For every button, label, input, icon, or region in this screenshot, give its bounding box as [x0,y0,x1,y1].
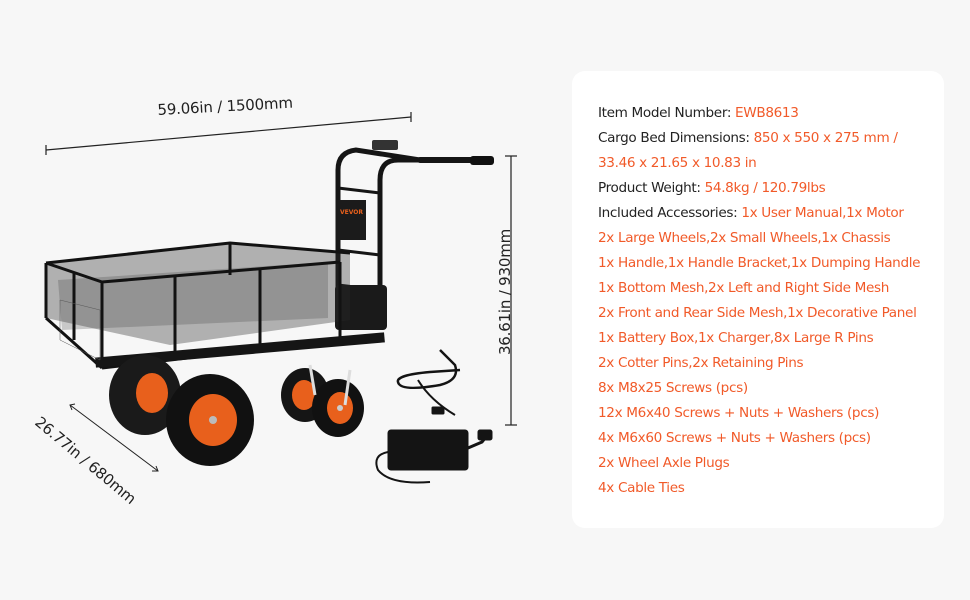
throttle-control [372,140,398,150]
accessory-item: 2x Large Wheels,2x Small Wheels,1x Chass… [598,230,891,246]
accessory-item: 2x Wheel Axle Plugs [598,455,730,471]
spec-label: Item Model Number: [598,105,736,121]
spec-value: EWB8613 [735,105,799,121]
accessory-item: 2x Front and Rear Side Mesh,1x Decorativ… [598,305,917,321]
accessory-item: 8x M8x25 Screws (pcs) [598,380,748,396]
spec-accessories: Included Accessories: 1x User Manual,1x … [598,201,938,226]
spec-weight: Product Weight: 54.8kg / 120.79lbs [598,176,938,201]
spec-cargo-bed: Cargo Bed Dimensions: 850 x 550 x 275 mm… [598,126,938,151]
spec-label: Cargo Bed Dimensions: [598,130,754,146]
accessory-item: 4x Cable Ties [598,480,685,496]
spec-label: Included Accessories: [598,205,742,221]
charger [375,349,493,484]
handle-grip [470,156,494,165]
spec-list: Item Model Number: EWB8613 Cargo Bed Dim… [598,101,938,501]
length-dimension-line [45,112,412,155]
electric-cart-illustration: VEVOR [44,112,517,484]
large-wheel-front [166,374,254,466]
spec-label: Product Weight: [598,180,705,196]
accessory-item: 4x M6x60 Screws + Nuts + Washers (pcs) [598,430,871,446]
battery-box [335,285,387,330]
large-wheel-back [109,355,181,435]
spec-value: 1x User Manual,1x Motor [741,205,904,221]
accessory-item: 1x Handle,1x Handle Bracket,1x Dumping H… [598,255,921,271]
decorative-panel [336,200,366,240]
spec-value: 33.46 x 21.65 x 10.83 in [598,155,757,171]
specifications-card: Item Model Number: EWB8613 Cargo Bed Dim… [572,71,944,528]
height-dimension-line [505,155,517,426]
spec-model-number: Item Model Number: EWB8613 [598,101,938,126]
spec-value: 54.8kg / 120.79lbs [704,180,826,196]
brand-plate: VEVOR [340,209,363,216]
accessory-item: 12x M6x40 Screws + Nuts + Washers (pcs) [598,405,880,421]
width-dimension-line [69,403,159,472]
accessory-item: 2x Cotter Pins,2x Retaining Pins [598,355,804,371]
spec-value: 850 x 550 x 275 mm / [753,130,898,146]
small-wheel-front [312,379,364,437]
spec-cargo-bed-inches: 33.46 x 21.65 x 10.83 in [598,151,938,176]
height-dimension-label: 36.61in / 930mm [496,228,514,356]
accessory-item: 1x Bottom Mesh,2x Left and Right Side Me… [598,280,890,296]
product-image: VEVOR [31,94,517,508]
cargo-bed [44,241,385,370]
accessory-item: 1x Battery Box,1x Charger,8x Large R Pin… [598,330,874,346]
